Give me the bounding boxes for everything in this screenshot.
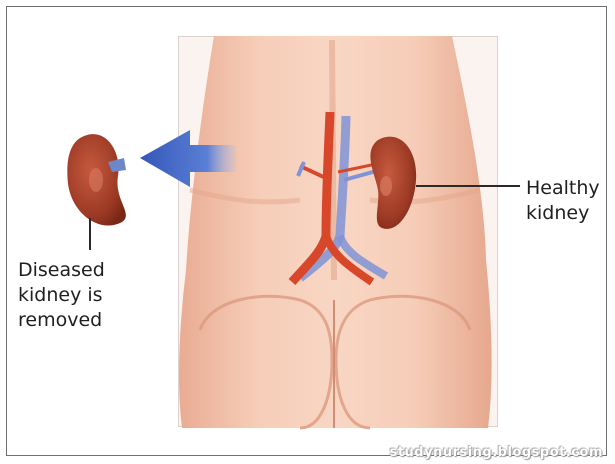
healthy-label-line1: Healthy (526, 176, 600, 201)
diseased-label-line1: Diseased (18, 258, 105, 283)
diseased-label-line3: removed (18, 308, 105, 333)
source-watermark: studynursing.blogspot.com (390, 445, 603, 460)
healthy-label-line2: kidney (526, 201, 600, 226)
removed-kidney (67, 134, 126, 225)
torso (179, 36, 492, 428)
diseased-label-line2: kidney is (18, 283, 105, 308)
diseased-kidney-label: Diseased kidney is removed (18, 258, 105, 333)
healthy-kidney-label: Healthy kidney (526, 176, 600, 226)
